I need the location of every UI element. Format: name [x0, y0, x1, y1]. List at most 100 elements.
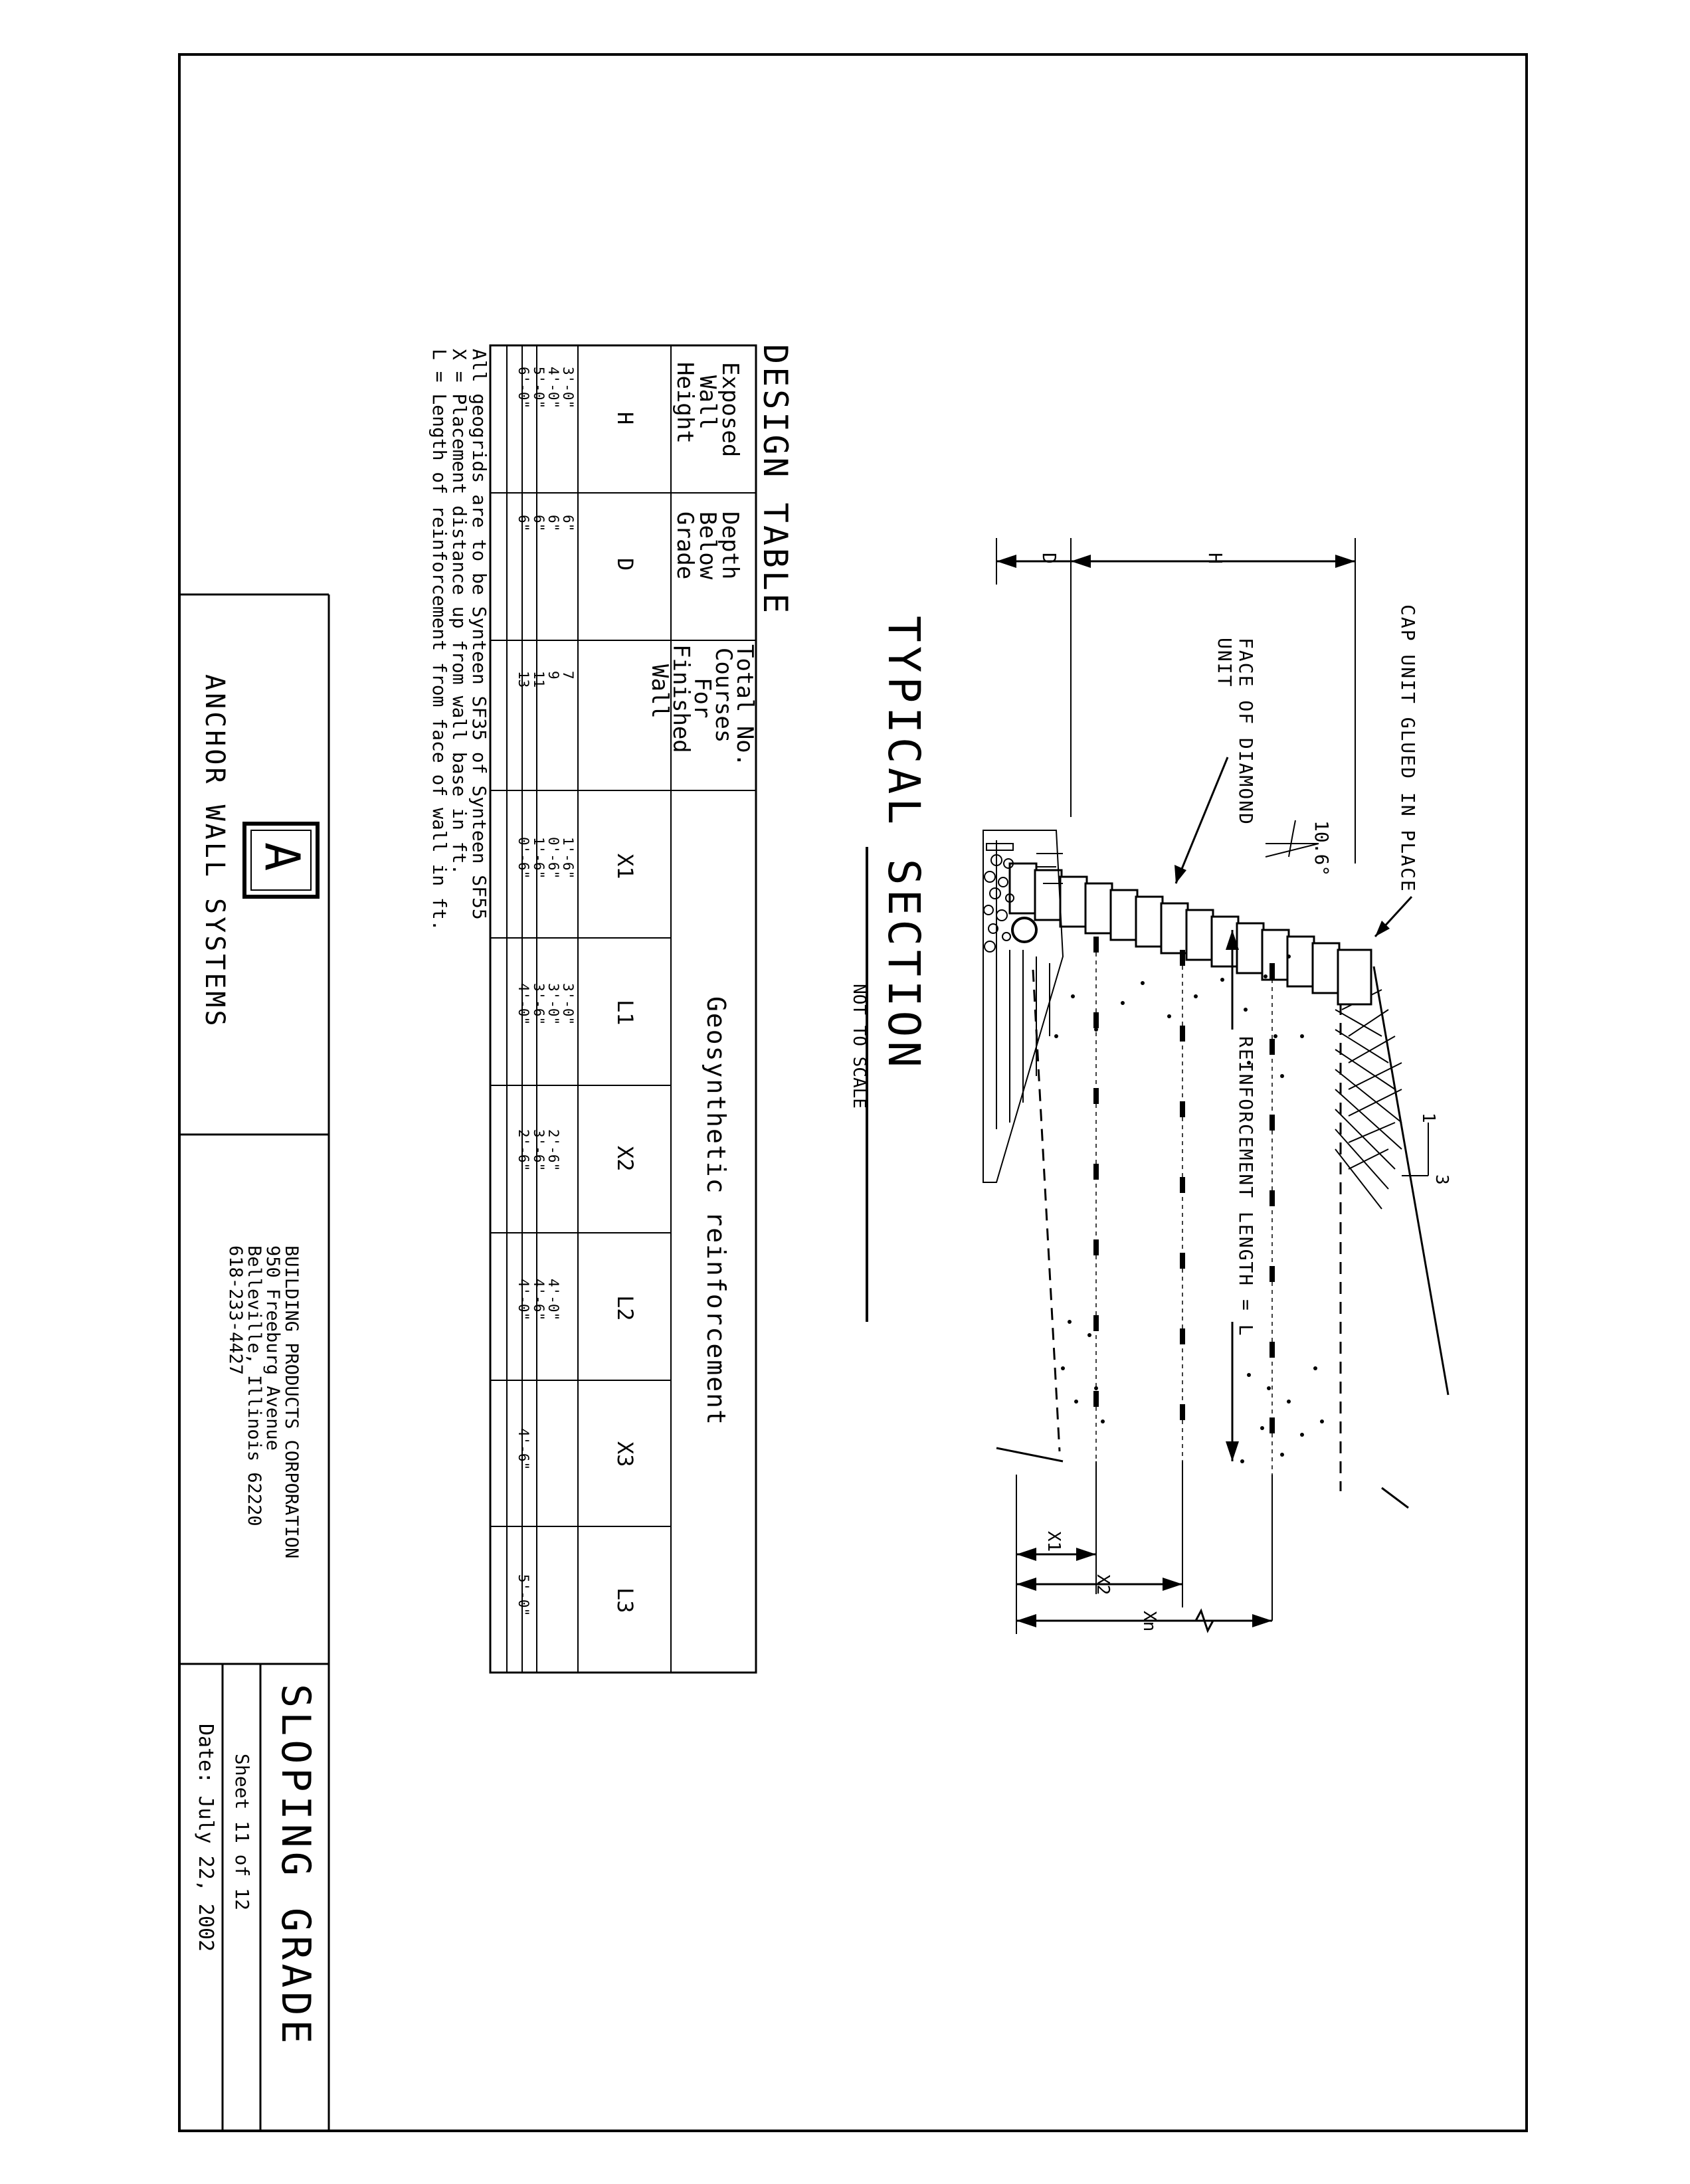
symbol-x2: X2 [612, 1146, 638, 1172]
table-cell-r2-c1: 4'-0" [545, 367, 561, 409]
col-exposed-height-l3: Height [672, 362, 698, 444]
col-depth-below-l3: Grade [672, 511, 698, 579]
finished-grade-line [996, 1447, 1064, 1463]
angle-arc [1288, 820, 1296, 858]
table-cell-r1-c3: 7 [560, 671, 576, 680]
table-cell-r1-c4: 1'-6" [560, 837, 576, 879]
table-cell-r4-c9: 5'-0" [516, 1574, 531, 1616]
face-note-leader [1174, 757, 1229, 884]
backfill-stipple [1054, 955, 1324, 1463]
note-3: L = Length of reinforcement from face of… [428, 349, 450, 931]
dim-h-arrow-end [1335, 555, 1355, 568]
drawing-title: SLOPING GRADE [272, 1684, 319, 2048]
sheet-number: Sheet 11 of 12 [231, 1754, 253, 1910]
design-table: DESIGN TABLE Exposed Wall Height Depth B… [489, 344, 795, 1674]
reinforcement-length-label: REINFORCEMENT LENGTH = L [1235, 1036, 1257, 1337]
dim-xn-label: Xn [1139, 1611, 1159, 1631]
title-block: A ANCHOR WALL SYSTEMS BUILDING PRODUCTS … [179, 593, 330, 2131]
face-note-line2: UNIT [1214, 638, 1236, 687]
table-cell-r3-c2: 6" [531, 515, 547, 531]
dim-x1-arrow-a [1016, 1548, 1036, 1561]
table-cell-r3-c3: 11 [531, 671, 547, 687]
drawing-date: Date: July 22, 2002 [194, 1724, 217, 1952]
reinforcement-dim-arrow-start [1226, 930, 1239, 950]
drain-pipe [1011, 917, 1038, 943]
typical-section: TYPICAL SECTION NOT TO SCALE CAP UNIT GL… [849, 538, 1452, 1634]
geogrid-layers [1093, 937, 1275, 1475]
retained-zone-boundary [1032, 969, 1061, 1452]
dim-h-label: H [1204, 553, 1226, 564]
retained-soil-hatch [1335, 989, 1402, 1210]
dim-x1-label: X1 [1044, 1531, 1064, 1552]
col-total-courses-l1: Total No. [731, 644, 758, 767]
table-cell-r4-c3: 13 [516, 671, 531, 687]
design-table-title: DESIGN TABLE [756, 344, 795, 616]
table-cell-r4-c6: 2'-6" [516, 1129, 531, 1171]
table-cell-r2-c3: 9 [545, 671, 561, 680]
reinforcement-dim-arrow-end [1226, 1441, 1239, 1461]
table-cell-r3-c1: 5'-0" [531, 367, 547, 409]
company-logo: A [242, 822, 320, 899]
dim-x2-label: X2 [1093, 1574, 1113, 1595]
symbol-l3: L3 [612, 1588, 638, 1613]
slope-surface-continuation [1381, 1487, 1409, 1509]
symbol-h: H [612, 412, 638, 424]
title-block-frame [179, 593, 330, 2131]
col-exposed-height-l1: Exposed [717, 362, 743, 457]
address-line-1: BUILDING PRODUCTS CORPORATION [281, 1245, 302, 1558]
dim-xn-break [1194, 1608, 1214, 1633]
table-cell-r4-c1: 6'-0" [516, 367, 531, 409]
col-total-courses-l5: Wall [646, 664, 673, 719]
reinforcement-label-mask [1219, 1030, 1246, 1322]
col-total-courses-l4: Finished [668, 644, 694, 753]
table-cell-r3-c7: 4'-6" [531, 1279, 547, 1320]
cap-unit [1337, 949, 1372, 1006]
table-cell-r4-c4: 0'-6" [516, 837, 531, 879]
dim-x2-arrow-b [1163, 1578, 1182, 1591]
table-cell-r2-c2: 6" [545, 515, 561, 531]
table-cell-r4-c2: 6" [516, 515, 531, 531]
dim-x2-arrow-a [1016, 1578, 1036, 1591]
face-note-line1: FACE OF DIAMOND [1235, 638, 1257, 826]
table-cell-r3-c4: 1'-6" [531, 837, 547, 879]
table-cell-r4-c8: 4'-6" [516, 1428, 531, 1470]
symbol-l2: L2 [612, 1295, 638, 1321]
table-grid [489, 344, 757, 1674]
col-depth-below-l2: Below [694, 511, 721, 580]
face-note-arrowhead [1174, 865, 1186, 883]
dim-d-arrow [996, 555, 1016, 568]
address-line-3: Belleville, Illinois 62220 [244, 1245, 264, 1526]
note-1: All geogrids are to be Synteen SF35 of S… [468, 349, 490, 920]
table-cell-r4-c5: 4'-0" [516, 983, 531, 1025]
note-2: X = Placement distance up from wall base… [448, 349, 470, 875]
angle-line-1 [1265, 843, 1319, 858]
sheet-border [178, 53, 1528, 2132]
section-subtitle: NOT TO SCALE [849, 984, 869, 1109]
table-cell-r1-c2: 6" [560, 515, 576, 531]
slope-rise-label: 1 [1418, 1113, 1438, 1123]
cap-note: CAP UNIT GLUED IN PLACE [1397, 604, 1419, 893]
col-exposed-height-l2: Wall [694, 375, 721, 430]
col-total-courses-l3: For [689, 678, 715, 718]
dim-d-label: D [1038, 553, 1060, 564]
batter-angle: 10.6° [1311, 820, 1333, 876]
geo-header: Geosynthetic reinforcement [702, 996, 731, 1426]
table-cell-r1-c1: 3'-0" [560, 367, 576, 409]
table-cell-r2-c4: 0'-6" [545, 837, 561, 879]
logo-letter: A [254, 842, 310, 871]
table-cell-r2-c6: 2'-6" [545, 1129, 561, 1171]
table-cell-r2-c7: 4'-0" [545, 1279, 561, 1320]
address-line-4: 618-233-4427 [225, 1245, 246, 1375]
col-total-courses-l2: Courses [710, 648, 737, 743]
company-name: ANCHOR WALL SYSTEMS [199, 674, 230, 1029]
symbol-d: D [612, 558, 638, 571]
table-cell-r3-c6: 3'-6" [531, 1129, 547, 1171]
cap-note-arrowhead [1375, 921, 1390, 937]
address-line-2: 950 Freeburg Avenue [262, 1245, 283, 1451]
dim-x1-arrow-b [1076, 1548, 1096, 1561]
dim-xn-arrow-a [1016, 1614, 1036, 1627]
symbol-l1: L1 [612, 1000, 638, 1026]
slope-surface-line [1372, 966, 1450, 1396]
table-cell-r1-c5: 3'-0" [560, 983, 576, 1025]
